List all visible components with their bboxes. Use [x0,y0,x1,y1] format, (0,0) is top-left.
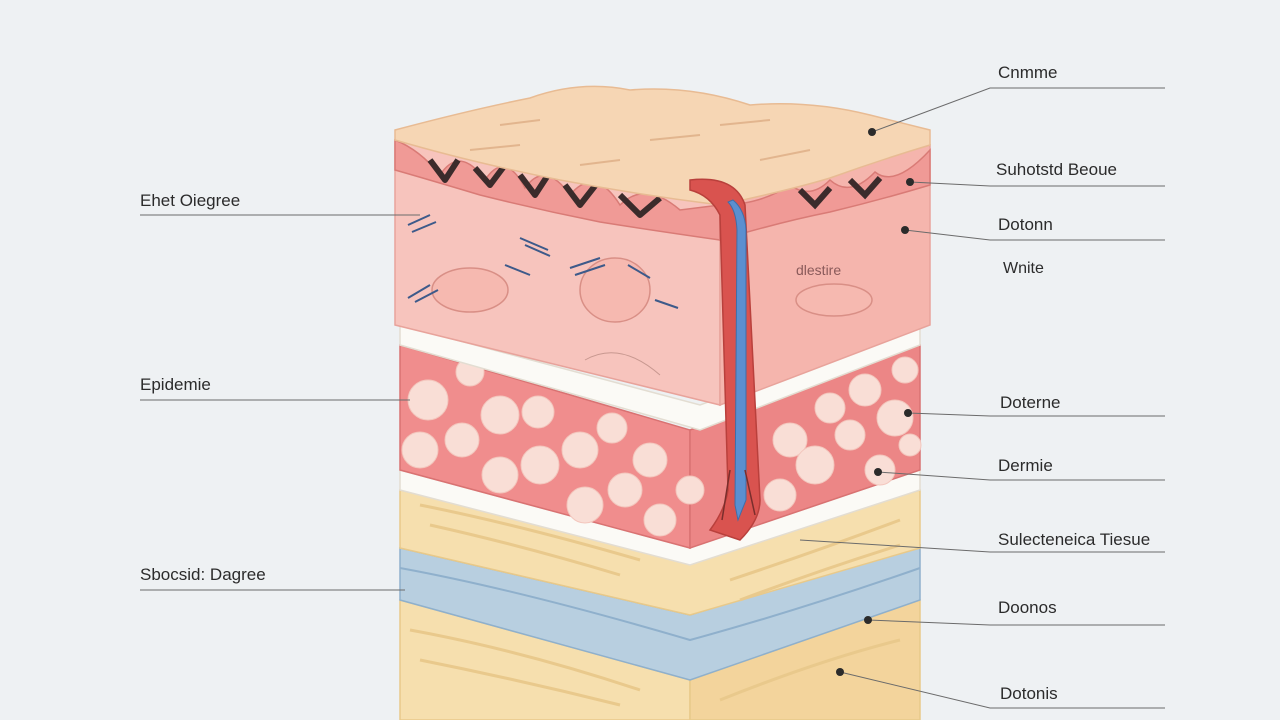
label-right-7: Sulecteneica Tiesue [998,530,1151,549]
label-right-4: Wnite [1003,260,1044,277]
fat-layer-bottom [399,598,921,720]
label-right-2: Suhotstd Beoue [996,160,1117,179]
label-right-3: Dotonn [998,215,1053,234]
blood-vessel [689,178,761,541]
top-surface [394,85,931,206]
label-epidermis: Epidemie [140,375,211,394]
dermis-block [394,138,931,407]
leader-dots [836,128,914,676]
label-right-8: Doonos [998,598,1057,617]
label-right-6: Dermie [998,456,1053,475]
label-right-5: Doterne [1000,393,1061,412]
label-right-1: Cnmme [998,63,1058,82]
label-right-9: Dotonis [1000,684,1058,703]
label-second-degree: Sbocsid: Dagree [140,565,266,584]
white-band-upper [399,323,921,431]
leader-lines [140,87,1165,709]
label-inner-dermis: dlestire [796,262,842,278]
label-first-degree: Ehet Oiegree [140,191,241,210]
